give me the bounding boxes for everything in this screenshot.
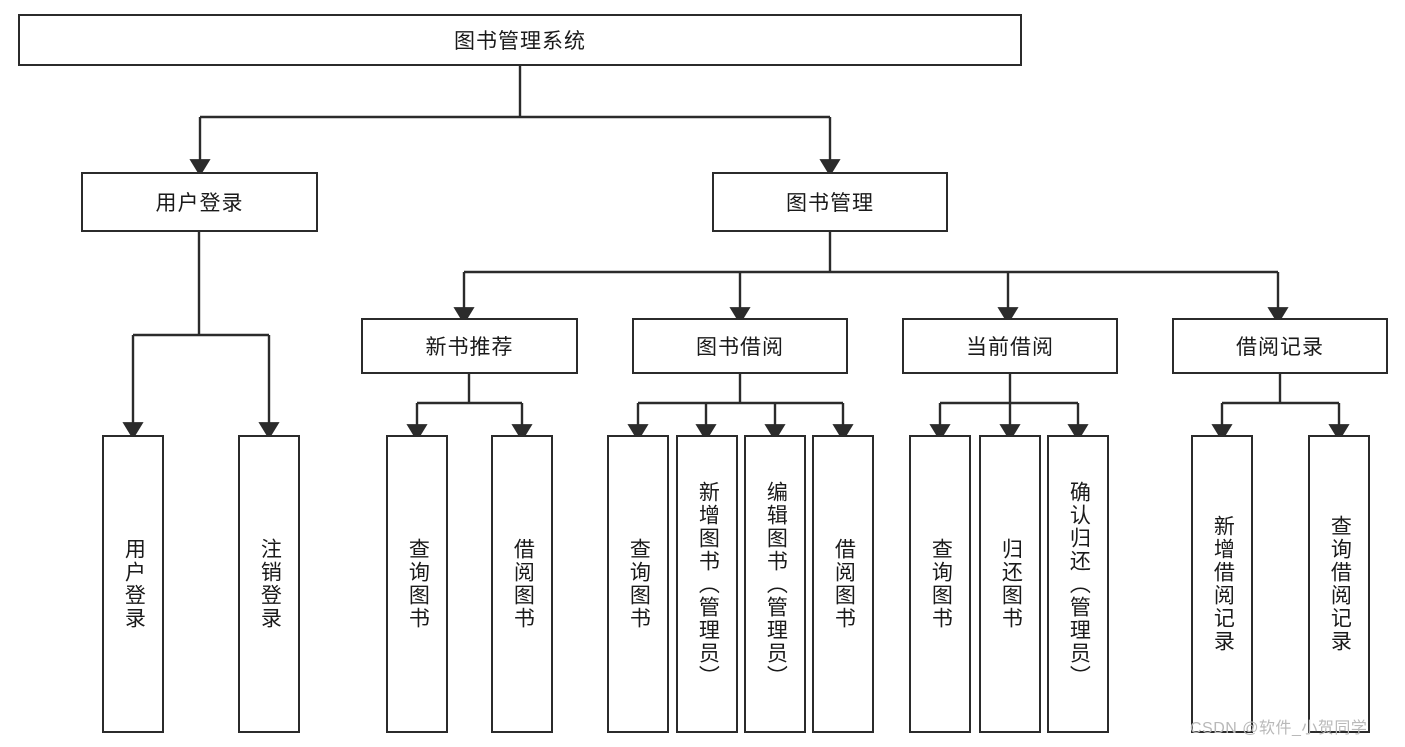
leaf-current-return-book[interactable]: 归还图书	[979, 435, 1041, 733]
node-label: 用户登录	[155, 192, 244, 215]
leaf-newbook-query-book[interactable]: 查询图书	[386, 435, 448, 733]
leaf-logout-login[interactable]: 注销登录	[238, 435, 300, 733]
node-label: 查询图书	[406, 538, 430, 630]
node-label: 查询图书	[627, 538, 651, 630]
node-book-borrow[interactable]: 图书借阅	[632, 318, 848, 374]
node-label: 确认归还（管理员）	[1067, 480, 1091, 688]
leaf-current-confirm-return-admin[interactable]: 确认归还（管理员）	[1047, 435, 1109, 733]
node-label: 编辑图书（管理员）	[764, 480, 788, 688]
leaf-borrow-borrow-book[interactable]: 借阅图书	[812, 435, 874, 733]
leaf-newbook-borrow-book[interactable]: 借阅图书	[491, 435, 553, 733]
node-label: 新增借阅记录	[1211, 515, 1235, 653]
node-label: 新书推荐	[425, 336, 514, 359]
node-label: 借阅图书	[511, 538, 535, 630]
node-label: 查询图书	[929, 538, 953, 630]
node-borrow-record[interactable]: 借阅记录	[1172, 318, 1388, 374]
leaf-record-query-record[interactable]: 查询借阅记录	[1308, 435, 1370, 733]
node-user-login[interactable]: 用户登录	[81, 172, 318, 232]
node-label: 借阅图书	[832, 538, 856, 630]
node-book-management[interactable]: 图书管理	[712, 172, 948, 232]
node-label: 图书借阅	[696, 336, 784, 359]
leaf-borrow-add-book-admin[interactable]: 新增图书（管理员）	[676, 435, 738, 733]
leaf-borrow-edit-book-admin[interactable]: 编辑图书（管理员）	[744, 435, 806, 733]
node-label: 图书管理系统	[454, 30, 586, 53]
node-label: 查询借阅记录	[1328, 515, 1352, 653]
node-new-book-recommend[interactable]: 新书推荐	[361, 318, 578, 374]
leaf-user-login[interactable]: 用户登录	[102, 435, 164, 733]
leaf-record-add-record[interactable]: 新增借阅记录	[1191, 435, 1253, 733]
leaf-borrow-query-book[interactable]: 查询图书	[607, 435, 669, 733]
node-label: 用户登录	[122, 538, 146, 630]
node-current-borrow[interactable]: 当前借阅	[902, 318, 1118, 374]
node-root-library-system[interactable]: 图书管理系统	[18, 14, 1022, 66]
node-label: 归还图书	[999, 538, 1023, 630]
node-label: 借阅记录	[1236, 336, 1324, 359]
node-label: 新增图书（管理员）	[696, 480, 720, 688]
node-label: 当前借阅	[966, 336, 1054, 359]
leaf-current-query-book[interactable]: 查询图书	[909, 435, 971, 733]
node-label: 图书管理	[786, 192, 874, 215]
node-label: 注销登录	[258, 538, 282, 630]
